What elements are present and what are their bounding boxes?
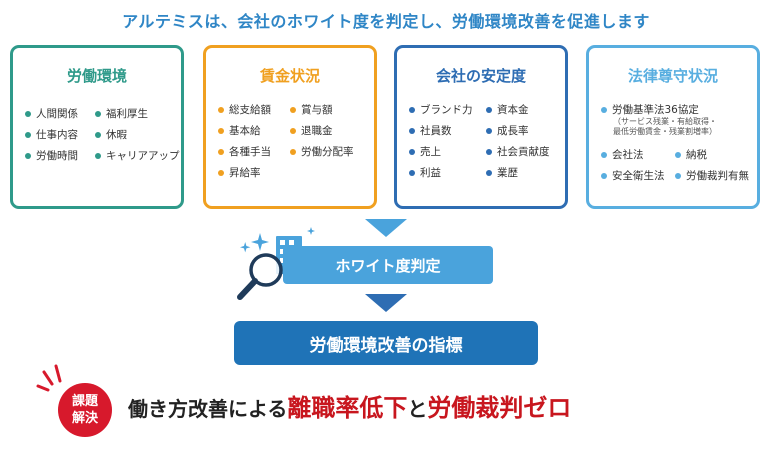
bullet-icon [409, 148, 415, 155]
note-line: （サービス残業・有給取得・ [613, 117, 717, 126]
list-item: 福利厚生 [95, 106, 148, 121]
bullet-icon [409, 127, 415, 134]
white-rating-bar: ホワイト度判定 [283, 246, 493, 284]
arrow-down-icon [365, 219, 407, 237]
card-title: 法律尊守状況 [627, 67, 718, 85]
bullet-icon [486, 148, 492, 155]
card-company-stability: 会社の安定度 ブランド力 資本金 社員数 成長率 売上 社会貢献度 利益 業歴 [394, 45, 568, 209]
card-wage-status: 賃金状況 総支給額 賞与額 基本給 退職金 各種手当 労働分配率 昇給率 [203, 45, 377, 209]
list-item: 休暇 [95, 127, 127, 142]
bullet-icon [25, 110, 31, 117]
bullet-icon [486, 169, 492, 176]
list-item: 利益 [409, 165, 441, 180]
card-title: 賃金状況 [259, 67, 320, 85]
improvement-index-label: 労働環境改善の指標 [309, 335, 463, 356]
card-work-environment: 労働環境 人間関係 福利厚生 仕事内容 休暇 労働時間 キャリアアップ [10, 45, 184, 209]
note-line: 最低労働賃金・残業割増率） [613, 127, 717, 136]
bullet-icon [601, 151, 607, 158]
list-item: 社員数 [409, 123, 452, 138]
list-item: 売上 [409, 144, 441, 159]
result-text: 働き方改善による [128, 397, 288, 421]
bullet-icon [290, 148, 296, 155]
list-item: 仕事内容 [25, 127, 78, 142]
bullet-icon [409, 106, 415, 113]
badge-line: 解決 [71, 411, 98, 426]
bullet-icon [290, 127, 296, 134]
bullet-icon [486, 106, 492, 113]
bullet-icon [601, 106, 607, 113]
bullet-icon [290, 106, 296, 113]
list-item: 社会貢献度 [486, 144, 550, 159]
result-highlight: 労働裁判ゼロ [427, 394, 572, 422]
bullet-icon [25, 131, 31, 138]
list-item: キャリアアップ [95, 148, 180, 163]
bullet-icon [218, 106, 224, 113]
bullet-icon [95, 110, 101, 117]
bullet-icon [95, 131, 101, 138]
bullet-icon [25, 152, 31, 159]
list-item: ブランド力 [409, 102, 473, 117]
card-title: 会社の安定度 [435, 67, 526, 85]
bullet-icon [218, 169, 224, 176]
list-item: 労働基準法36協定 [601, 102, 699, 117]
list-item: 基本給 [218, 123, 261, 138]
headline: アルテミスは、会社のホワイト度を判定し、労働環境改善を促進します [122, 12, 650, 31]
card-legal-compliance: 法律尊守状況 労働基準法36協定 （サービス残業・有給取得・ 最低労働賃金・残業… [586, 45, 760, 209]
bullet-icon [675, 151, 681, 158]
bullet-icon [601, 172, 607, 179]
list-item: 業歴 [486, 165, 518, 180]
list-item: 昇給率 [218, 165, 261, 180]
list-item: 労働裁判有無 [675, 168, 749, 183]
improvement-index-bar: 労働環境改善の指標 [234, 321, 538, 365]
list-item: 各種手当 [218, 144, 271, 159]
list-item: 成長率 [486, 123, 529, 138]
bullet-icon [409, 169, 415, 176]
bullet-icon [218, 127, 224, 134]
list-item: 退職金 [290, 123, 333, 138]
bullet-icon [675, 172, 681, 179]
result-highlight: 離職率低下 [287, 394, 408, 422]
bullet-icon [486, 127, 492, 134]
bullet-icon [95, 152, 101, 159]
list-item: 労働時間 [25, 148, 78, 163]
list-item: 安全衛生法 [601, 168, 665, 183]
badge-line: 課題 [71, 394, 98, 409]
list-item: 賞与額 [290, 102, 333, 117]
list-item: 総支給額 [218, 102, 271, 117]
list-item: 労働分配率 [290, 144, 354, 159]
arrow-down-icon [365, 294, 407, 312]
problem-solving-badge: 課題 解決 [58, 383, 112, 437]
bullet-icon [218, 148, 224, 155]
list-item: 資本金 [486, 102, 529, 117]
result-statement: 働き方改善による離職率低下と労働裁判ゼロ [128, 388, 571, 423]
list-item: 人間関係 [25, 106, 78, 121]
burst-lines-icon [36, 364, 62, 392]
result-text: と [407, 397, 428, 421]
white-rating-label: ホワイト度判定 [335, 256, 441, 275]
list-item: 納税 [675, 147, 707, 162]
card-title: 労働環境 [66, 67, 127, 85]
list-item: 会社法 [601, 147, 644, 162]
